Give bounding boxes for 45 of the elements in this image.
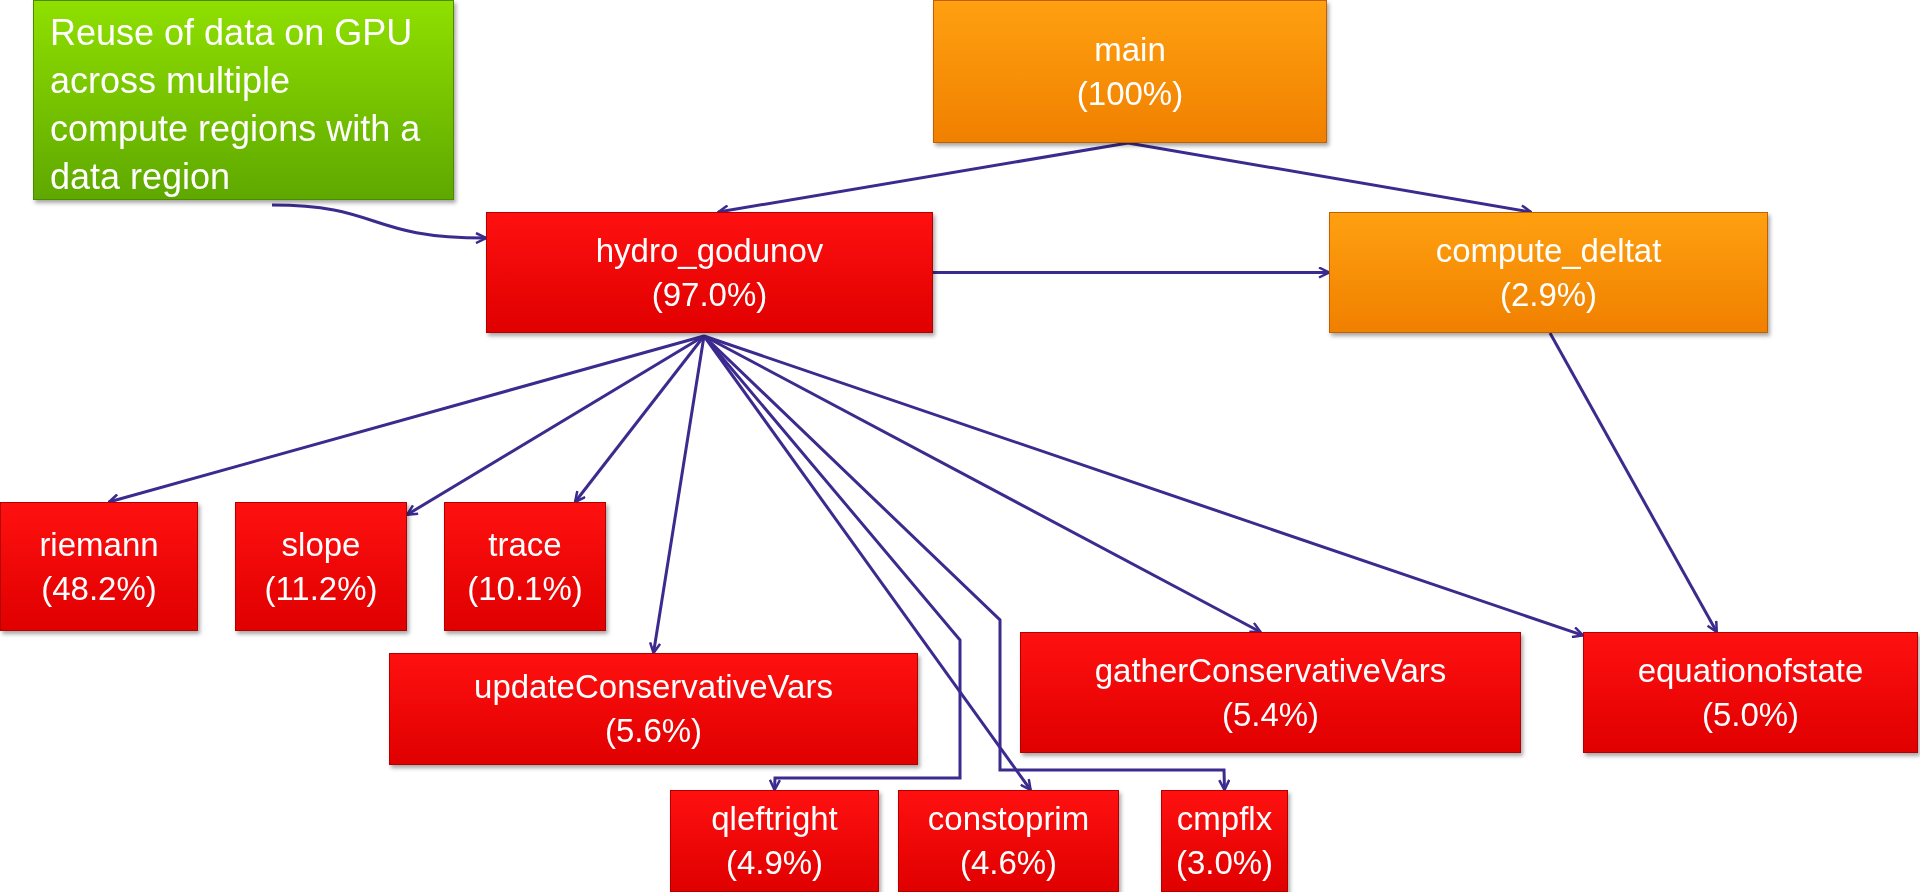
function-name: constoprim bbox=[927, 799, 1090, 839]
percentage: (2.9%) bbox=[1499, 274, 1598, 315]
note-box bbox=[33, 0, 454, 200]
function-name: equationofstate bbox=[1637, 650, 1864, 691]
arrow bbox=[1548, 332, 1719, 634]
percentage: (11.2%) bbox=[264, 568, 378, 609]
percentage: (5.4%) bbox=[1221, 694, 1320, 735]
function-box bbox=[0, 502, 198, 631]
function-box bbox=[1583, 632, 1918, 753]
function-name: cmpflx bbox=[1176, 799, 1273, 839]
percentage: (4.9%) bbox=[725, 843, 824, 883]
function-name: slope bbox=[281, 524, 361, 565]
function-box bbox=[389, 653, 918, 765]
arrow bbox=[933, 266, 1331, 279]
function-name: gatherConservativeVars bbox=[1094, 650, 1447, 691]
percentage: (4.6%) bbox=[959, 843, 1058, 883]
function-box bbox=[670, 790, 879, 892]
percentage: (97.0%) bbox=[651, 274, 768, 315]
function-name: compute_deltat bbox=[1435, 230, 1662, 271]
function-box bbox=[444, 502, 606, 631]
arrow bbox=[405, 334, 705, 517]
arrow bbox=[573, 335, 706, 504]
function-box bbox=[1161, 790, 1288, 892]
function-box bbox=[1329, 212, 1768, 333]
percentage: (10.1%) bbox=[467, 568, 583, 609]
percentage: (3.0%) bbox=[1175, 843, 1274, 883]
function-name: qleftright bbox=[711, 799, 838, 839]
function-name: trace bbox=[488, 524, 562, 565]
function-name: hydro_godunov bbox=[595, 230, 824, 271]
arrow bbox=[271, 203, 488, 245]
percentage: (5.6%) bbox=[604, 711, 703, 751]
percentage: (100%) bbox=[1076, 73, 1184, 114]
function-box bbox=[933, 0, 1327, 143]
function-name: updateConservativeVars bbox=[474, 667, 833, 707]
function-box bbox=[1020, 632, 1521, 753]
note-text: Reuse of data on GPU across multiple compute regions with a data region bbox=[50, 11, 422, 199]
arrow bbox=[703, 334, 1585, 639]
function-box bbox=[235, 502, 407, 631]
arrow bbox=[648, 335, 706, 655]
function-box bbox=[898, 790, 1119, 892]
percentage: (5.0%) bbox=[1701, 694, 1800, 735]
function-name: main bbox=[1094, 29, 1166, 70]
percentage: (48.2%) bbox=[41, 568, 157, 609]
function-box bbox=[486, 212, 933, 333]
function-name: riemann bbox=[39, 524, 159, 565]
